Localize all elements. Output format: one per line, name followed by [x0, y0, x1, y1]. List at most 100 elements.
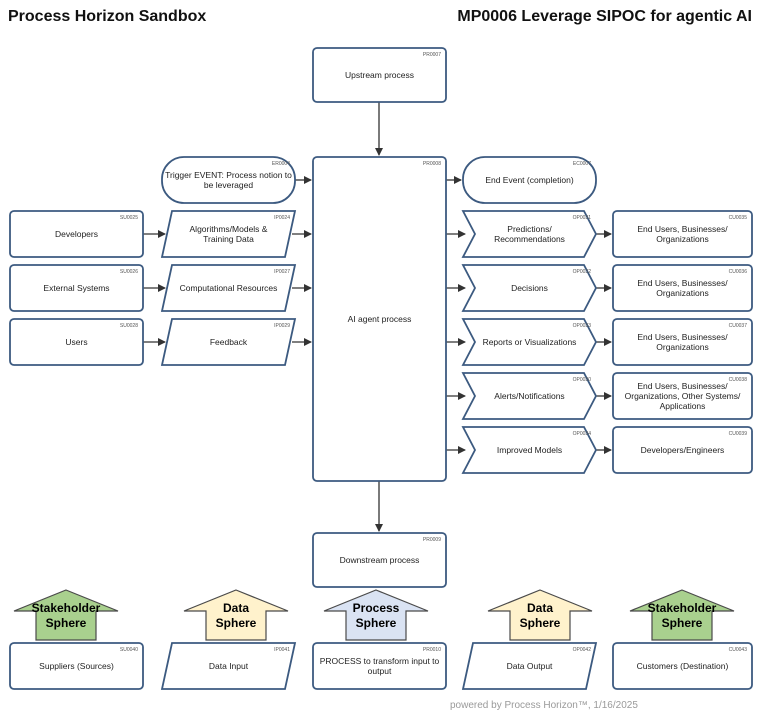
node-code: CU0038: [729, 377, 748, 383]
node-label: Users: [65, 337, 87, 347]
sphere-label: Stakeholder: [32, 601, 101, 615]
node-code: PR0008: [423, 161, 441, 167]
node-label: End Users, Businesses/: [637, 332, 728, 342]
sphere-label: Data: [527, 601, 553, 615]
node-shape: [612, 318, 753, 366]
node-shape: [461, 642, 598, 690]
node-label: Data Output: [507, 661, 553, 671]
node-code: IP0027: [274, 269, 290, 275]
footer-credit: powered by Process Horizon™, 1/16/2025: [450, 700, 638, 711]
node-label: Organizations: [656, 342, 708, 352]
node-shape: [160, 318, 297, 366]
node-shape: [160, 264, 297, 312]
node-code: SU0040: [120, 647, 138, 653]
node-code: PR0007: [423, 52, 441, 58]
node-label: Organizations, Other Systems/: [625, 391, 741, 401]
node-code: PR0009: [423, 537, 441, 543]
node-code: PR0010: [423, 647, 441, 653]
node-label: Decisions: [511, 283, 548, 293]
node-shape: [9, 642, 144, 690]
node-code: ER0004: [272, 161, 290, 167]
node-code: SU0028: [120, 323, 138, 329]
node-shape: [612, 372, 753, 420]
node-label: Applications: [660, 401, 706, 411]
node-shape: [461, 372, 598, 420]
node-code: OP0031: [573, 215, 592, 221]
node-label: End Users, Businesses/: [637, 381, 728, 391]
node-code: OP0042: [573, 647, 592, 653]
node-label: End Users, Businesses/: [637, 224, 728, 234]
node-label: Upstream process: [345, 70, 414, 80]
node-label: be leveraged: [204, 180, 253, 190]
sphere-arrow-shape: [13, 589, 119, 641]
node-shape: [312, 156, 447, 482]
sphere-label: Stakeholder: [648, 601, 717, 615]
node-ai-agent[interactable]: PR0008 AI agent process: [312, 156, 447, 482]
node-code: CU0039: [729, 431, 748, 437]
node-label: Feedback: [210, 337, 248, 347]
page-title: Process Horizon Sandbox: [8, 8, 207, 25]
node-label: Suppliers (Sources): [39, 661, 114, 671]
node-label: Data Input: [209, 661, 249, 671]
node-code: OP0032: [573, 269, 592, 275]
node-shape: [461, 426, 598, 474]
node-label: Recommendations: [494, 234, 565, 244]
node-code: OP0033: [573, 323, 592, 329]
node-shape: [312, 642, 447, 690]
node-label: Developers/Engineers: [641, 445, 725, 455]
node-label: AI agent process: [348, 314, 412, 324]
sphere-label: Data: [223, 601, 249, 615]
node-label: Improved Models: [497, 445, 562, 455]
node-label: Training Data: [203, 234, 254, 244]
node-shape: [9, 210, 144, 258]
node-shape: [160, 210, 297, 258]
node-label: Alerts/Notifications: [494, 391, 564, 401]
node-shape: [161, 156, 296, 204]
node-code: IP0024: [274, 215, 290, 221]
sphere-label: Sphere: [216, 616, 257, 630]
node-label: output: [368, 666, 392, 676]
node-shape: [612, 642, 753, 690]
node-label: Downstream process: [340, 555, 420, 565]
node-label: Organizations: [656, 288, 708, 298]
node-code: IP0029: [274, 323, 290, 329]
connectors: [143, 102, 612, 532]
node-shape: [461, 264, 598, 312]
node-shape: [612, 426, 753, 474]
node-label: Customers (Destination): [637, 661, 729, 671]
sphere-label: Sphere: [662, 616, 703, 630]
node-code: CU0037: [729, 323, 748, 329]
sphere-label: Sphere: [356, 616, 397, 630]
node-shape: [461, 318, 598, 366]
node-shape: [160, 642, 297, 690]
node-label: End Users, Businesses/: [637, 278, 728, 288]
